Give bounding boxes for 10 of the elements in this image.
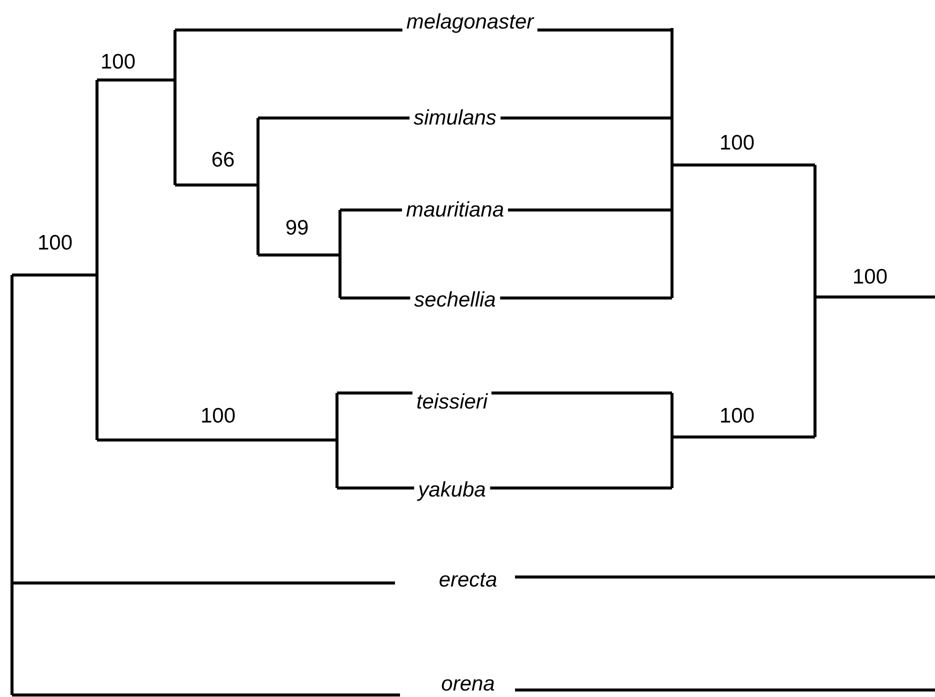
bootstrap-value: 100 [100,52,136,72]
bootstrap-value: 100 [719,132,755,154]
bootstrap-value: 100 [852,266,888,288]
bootstrap-value: 100 [719,406,755,426]
bootstrap-value: 100 [37,232,73,254]
bootstrap-value: 66 [211,150,235,170]
species-label: yakuba [414,480,490,500]
species-label: melagonaster [402,12,538,32]
bootstrap-value: 99 [285,218,309,238]
bootstrap-value: 100 [200,406,236,426]
